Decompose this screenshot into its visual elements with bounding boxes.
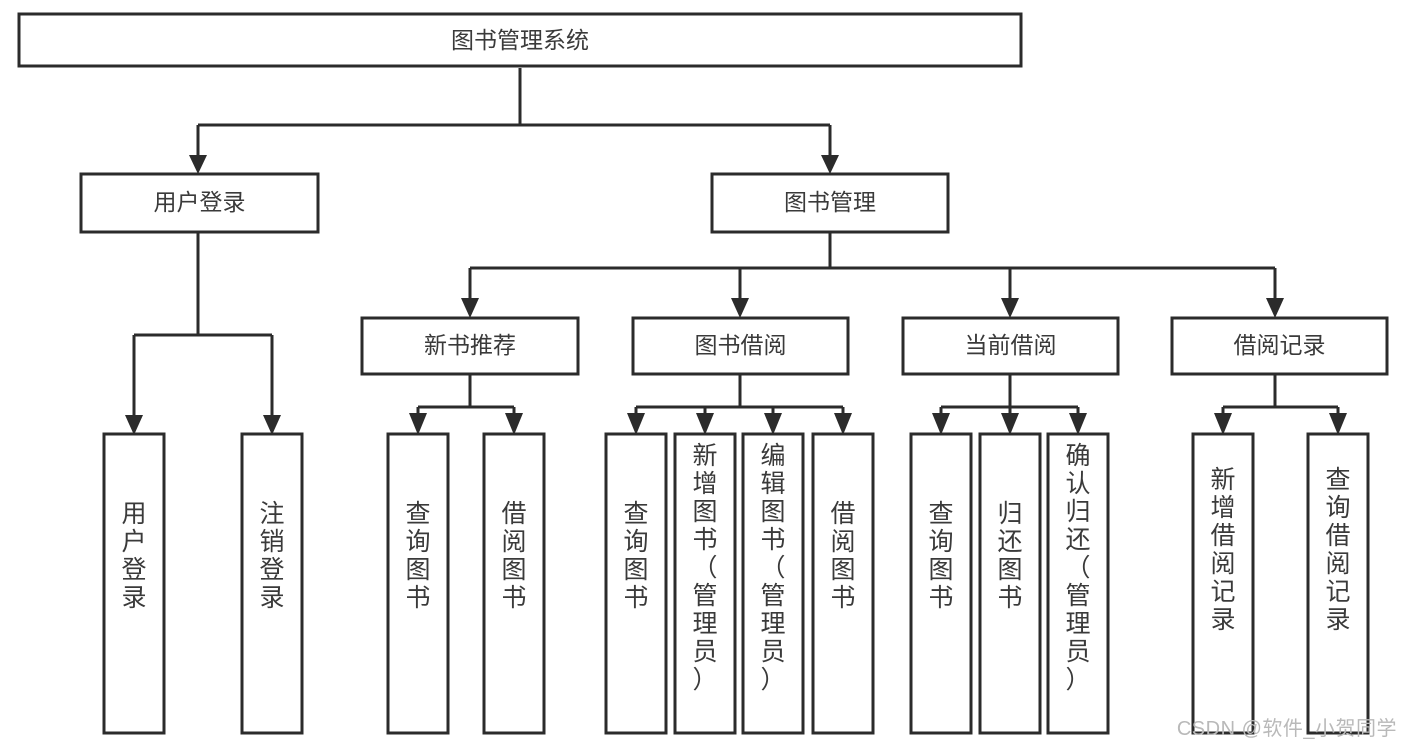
node-box-leaf-borrow-book-2[interactable] [811, 432, 875, 735]
node-label-root: 图书管理系统 [451, 27, 589, 53]
csdn-watermark: CSDN @软件_小贺同学 [1176, 718, 1397, 740]
node-box-leaf-query-borrow-record[interactable] [1306, 432, 1370, 735]
arrow-head-leaf-query-book-2 [627, 413, 645, 435]
arrow-head-user-login [189, 155, 207, 174]
node-box-leaf-confirm-return-admin[interactable] [1046, 432, 1110, 735]
arrow-head-leaf-return-book [1001, 413, 1019, 435]
arrow-head-book-mgmt [821, 155, 839, 174]
node-box-user-login[interactable] [79, 172, 320, 234]
arrow-head-leaf-add-record [1214, 413, 1232, 435]
arrow-head-new-book-rec [461, 298, 479, 318]
arrow-head-current-borrow [1001, 298, 1019, 318]
node-label-user-login: 用户登录 [154, 189, 246, 215]
arrow-head-leaf-logout [263, 415, 281, 435]
node-box-leaf-user-login[interactable] [102, 432, 166, 735]
arrow-head-book-borrow [731, 298, 749, 318]
arrow-head-borrow-record [1266, 298, 1284, 318]
node-label-new-book-recommend: 新书推荐 [424, 332, 516, 358]
arrow-head-leaf-query-book-3 [932, 413, 950, 435]
node-box-leaf-query-book-2[interactable] [604, 432, 668, 735]
connector-group-new-book-rec [409, 374, 523, 435]
arrow-head-leaf-borrow-book-2 [834, 413, 852, 435]
connector-group-root [189, 68, 839, 174]
arrow-head-leaf-confirm-return [1069, 413, 1087, 435]
connector-group-book-mgmt [461, 232, 1284, 318]
arrow-head-leaf-add-book [696, 413, 714, 435]
connector-group-book-borrow [627, 374, 852, 435]
node-box-leaf-add-book-admin[interactable] [673, 432, 737, 735]
node-label-book-borrow: 图书借阅 [695, 332, 787, 358]
connector-group-borrow-record [1214, 374, 1347, 435]
arrow-head-leaf-borrow-book-1 [505, 413, 523, 435]
node-box-leaf-logout[interactable] [240, 432, 304, 735]
connector-group-current-borrow [932, 374, 1087, 435]
node-box-root[interactable] [17, 12, 1023, 68]
node-label-borrow-record: 借阅记录 [1234, 332, 1326, 358]
node-box-leaf-query-book-3[interactable] [909, 432, 973, 735]
node-box-leaf-query-book-1[interactable] [386, 432, 450, 735]
arrow-head-leaf-user-login [125, 415, 143, 435]
node-box-leaf-borrow-book-1[interactable] [482, 432, 546, 735]
connector-group-user-login [125, 232, 281, 435]
node-box-new-book-recommend[interactable] [360, 316, 580, 376]
node-box-leaf-return-book[interactable] [978, 432, 1042, 735]
node-box-leaf-add-borrow-record[interactable] [1191, 432, 1255, 735]
node-box-current-borrow[interactable] [901, 316, 1120, 376]
arrow-head-leaf-query-book-1 [409, 413, 427, 435]
node-box-book-management[interactable] [710, 172, 950, 234]
arrow-head-leaf-query-record [1329, 413, 1347, 435]
node-box-leaf-edit-book-admin[interactable] [741, 432, 805, 735]
node-label-book-management: 图书管理 [784, 189, 876, 215]
arrow-head-leaf-edit-book [764, 413, 782, 435]
node-label-current-borrow: 当前借阅 [965, 332, 1057, 358]
node-box-borrow-record[interactable] [1170, 316, 1389, 376]
node-box-book-borrow[interactable] [631, 316, 850, 376]
